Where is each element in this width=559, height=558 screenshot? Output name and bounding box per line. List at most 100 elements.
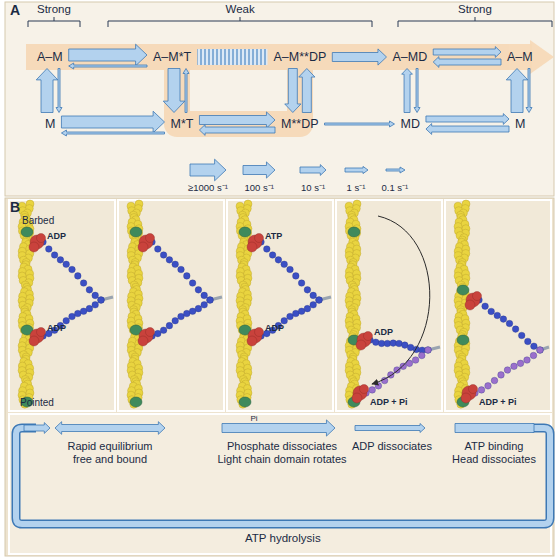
cycle-arrow: [222, 420, 335, 436]
binding-state: Strong: [37, 3, 71, 16]
state-node: MD: [398, 116, 423, 133]
lever-arm: [518, 332, 525, 339]
myosin-head: [352, 393, 362, 403]
lever-arm: [512, 326, 519, 333]
lever-arm: [407, 344, 414, 351]
lever-arm: [195, 305, 202, 312]
bracket: [398, 17, 552, 27]
step-label: Rapid equilibrium free and bound: [64, 440, 156, 466]
illustration: [18, 200, 549, 436]
lever-arm: [375, 383, 382, 390]
state-label: M: [515, 117, 525, 132]
state-node: M*T: [168, 116, 197, 133]
cycle-label: ATP hydrolysis: [245, 532, 321, 545]
state-label: MD: [401, 117, 420, 132]
lever-arm: [155, 330, 162, 337]
rate-arrow: [69, 44, 147, 66]
lever-arm: [310, 302, 317, 309]
actin-filament: [18, 200, 34, 408]
lever-arm: [517, 360, 524, 367]
lever-arm: [166, 322, 173, 329]
lever-arm: [201, 302, 208, 309]
nucleotide-label: ADP: [265, 322, 284, 335]
lever-arm: [394, 367, 401, 374]
panel-letter: B: [10, 201, 20, 214]
state-label: M: [45, 117, 55, 132]
myosin-head: [364, 332, 373, 341]
panel-b: [5, 198, 554, 556]
lever-arm: [178, 313, 185, 320]
actin-filament: [236, 200, 252, 408]
rate-arrow: [526, 69, 532, 113]
myosin-head: [360, 385, 369, 394]
binding-site: [130, 397, 142, 407]
lever-arm: [155, 246, 162, 253]
lever-arm: [402, 342, 409, 349]
cycle-loop: [16, 428, 550, 524]
state-label: A–M: [37, 50, 63, 65]
actin-filament: [345, 200, 361, 408]
lever-arm: [537, 347, 544, 354]
rate-arrow: [426, 114, 509, 125]
rate-arrow: [426, 124, 509, 135]
state-node: M**DP: [278, 116, 322, 133]
legend-text: 1 s⁻¹: [347, 182, 366, 193]
myosin-head: [146, 234, 155, 243]
lever-arm: [69, 313, 76, 320]
rate-arrow: [163, 69, 185, 113]
lever-arm: [478, 387, 485, 394]
rate-arrow: [69, 63, 147, 69]
nucleotide-label: ADP: [374, 326, 393, 339]
step-label: ATP binding Head dissociates: [451, 440, 538, 466]
lever-arm: [304, 287, 311, 294]
binding-site: [239, 227, 251, 237]
rate-arrow: [36, 69, 58, 113]
lever-arm: [287, 266, 294, 273]
subpanel: [336, 200, 442, 411]
legend-text: 100 s⁻¹: [245, 182, 274, 193]
lever-arm: [316, 297, 323, 304]
bracket: [108, 17, 372, 27]
lever-arm: [506, 320, 513, 327]
lever-arm: [172, 261, 179, 268]
myosin-head: [255, 234, 264, 243]
rate-arrow: [332, 49, 386, 65]
myosin-head: [473, 292, 482, 301]
binding-site: [21, 227, 33, 237]
lever-arm: [86, 305, 93, 312]
lever-arm: [166, 257, 173, 264]
filament-end: Barbed: [22, 214, 54, 227]
loop-fill: [16, 428, 550, 524]
cycle-panel: [9, 414, 551, 554]
rate-arrow: [199, 125, 275, 136]
lever-arm: [494, 312, 501, 319]
rate-arrow: [61, 111, 164, 133]
state-node: M: [512, 116, 528, 133]
rate-arrow: [433, 57, 501, 68]
binding-site: [239, 397, 251, 407]
pathway-band: [26, 57, 532, 124]
legend-text: 10 s⁻¹: [301, 182, 325, 193]
nucleotide-label: ADP: [47, 322, 66, 335]
state-label: A–M*T: [153, 50, 191, 65]
rate-arrow: [402, 69, 413, 113]
band-segment: [177, 57, 300, 124]
rate-arrow: [299, 69, 315, 113]
state-node: M: [42, 116, 58, 133]
lever-arm: [92, 302, 99, 309]
lever-arm: [369, 387, 376, 394]
state-node: A–M: [504, 49, 536, 66]
lever-arm: [80, 308, 87, 315]
rate-arrow: [61, 130, 164, 136]
myosin-head: [465, 300, 475, 310]
band-head: [530, 40, 554, 74]
brackets: [28, 17, 552, 27]
lever-arm: [293, 273, 300, 280]
binding-site: [348, 227, 360, 237]
lever-arm: [511, 363, 518, 370]
lever-arm: [396, 340, 403, 347]
released-phosphate: Pi: [251, 412, 258, 425]
myosin-head: [138, 242, 148, 252]
rate-arrow: [506, 69, 528, 113]
